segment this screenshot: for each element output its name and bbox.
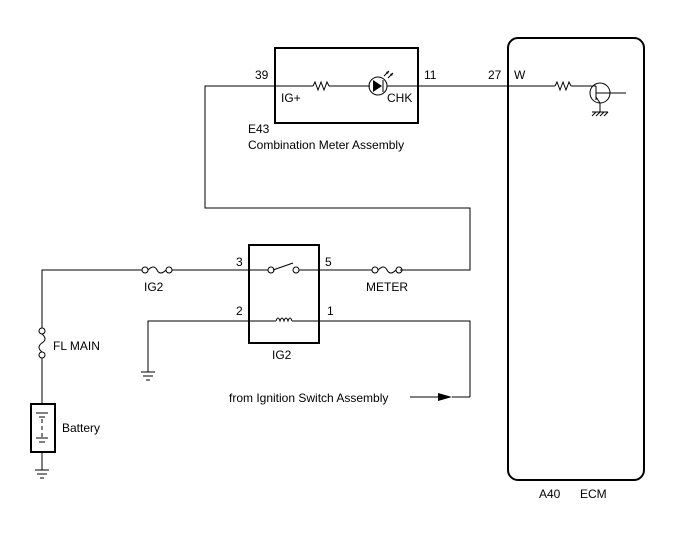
relay-pin-3: 3 — [236, 255, 243, 269]
combination-meter-assembly: 39 IG+ 11 CHK E43 Combination Meter Asse… — [248, 47, 437, 152]
ecm-name: ECM — [580, 487, 607, 501]
battery-box — [30, 403, 56, 453]
arrow-right-icon — [438, 393, 452, 401]
relay-box — [248, 244, 320, 344]
meter-label-ig: IG+ — [281, 91, 301, 105]
battery: Battery — [30, 403, 100, 453]
relay-coil-icon — [275, 317, 293, 323]
meter-label-chk: CHK — [387, 91, 412, 105]
ig2-fuse-icon — [141, 266, 173, 274]
chk-led-icon — [368, 70, 394, 96]
ecm-box — [507, 37, 645, 481]
wire-fl-main-up — [41, 269, 142, 328]
relay-switch-blade — [272, 262, 294, 271]
meter-resistor — [312, 80, 330, 92]
relay-contact-right — [292, 266, 300, 274]
wire-ig-loop — [204, 85, 471, 271]
relay-pin-5: 5 — [325, 255, 332, 269]
meter-name: Combination Meter Assembly — [248, 138, 404, 152]
wire-relay-coil-ground — [147, 320, 249, 372]
ecm-wire-color: W — [514, 68, 526, 82]
meter-fuse-label: METER — [366, 280, 408, 294]
meter-pin-ig: 39 — [255, 68, 269, 82]
relay-name: IG2 — [272, 348, 292, 362]
ignition-label: from Ignition Switch Assembly — [229, 391, 388, 405]
wire-relay-coil-ignition — [319, 320, 471, 397]
battery-icon — [36, 412, 48, 443]
relay-pin-2: 2 — [236, 304, 243, 318]
fl-main-fuse-icon — [38, 327, 46, 359]
ig2-relay: 3 5 2 1 IG2 — [236, 244, 334, 362]
battery-label: Battery — [62, 421, 100, 435]
ecm-resistor — [554, 80, 572, 92]
fl-main-fuse-label: FL MAIN — [53, 339, 100, 353]
ig2-fuse-label: IG2 — [144, 280, 164, 294]
battery-ground-icon — [35, 469, 49, 479]
relay-ground-icon — [141, 371, 155, 381]
meter-connector: E43 — [248, 122, 270, 136]
ecm-transistor-icon — [589, 82, 626, 117]
meter-pin-chk: 11 — [424, 68, 437, 82]
relay-pin-1: 1 — [327, 304, 334, 318]
ecm-connector: A40 — [539, 487, 561, 501]
ecm: 27 W A40 ECM — [488, 37, 645, 501]
ecm-pin: 27 — [488, 68, 502, 82]
meter-fuse-icon — [371, 266, 403, 274]
